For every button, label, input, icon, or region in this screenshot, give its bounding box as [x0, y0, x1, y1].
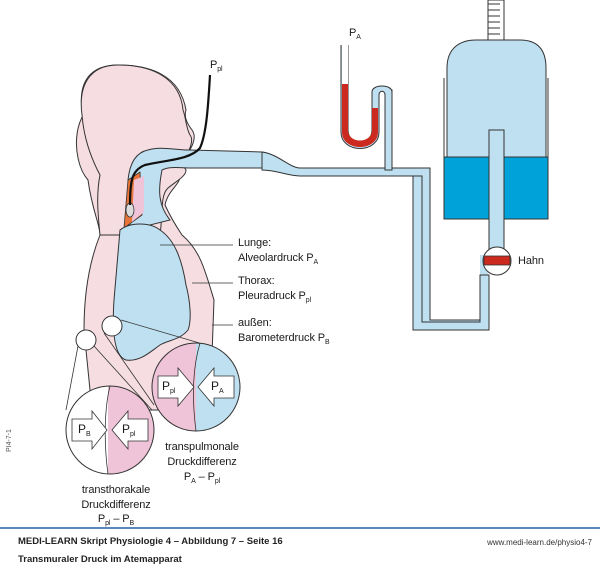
- label-thorax-title: Thorax:: [238, 275, 275, 287]
- figure-id: PI4-7-1: [6, 429, 13, 452]
- mercury-column: [342, 84, 378, 147]
- label-lunge-text: Alveolardruck PA: [238, 252, 319, 266]
- pleural-catheter: [128, 74, 212, 206]
- label-lunge-title: Lunge:: [238, 237, 272, 249]
- label-aussen-text: Barometerdruck PB: [238, 332, 330, 346]
- stopcock-valve[interactable]: [482, 246, 512, 276]
- zoom-marker-thorakal: [75, 329, 97, 351]
- arrow-label-p-pl-2: Ppl: [122, 422, 136, 438]
- scale-ticks: [488, 3, 500, 35]
- caption-transthorakal-1: transthorakale: [81, 484, 151, 496]
- label-p-pl-catheter: Ppl: [210, 59, 223, 73]
- trachea-pink: [132, 176, 144, 222]
- footer-title: MEDI-LEARN Skript Physiologie 4 – Abbild…: [18, 536, 283, 547]
- formula-transpulmonal: PA – Ppl: [183, 471, 221, 485]
- lung: [112, 223, 191, 361]
- footer-divider: [0, 527, 600, 529]
- return-tube: [412, 175, 490, 331]
- arrow-left-icon: [111, 409, 149, 451]
- u-tube-manometer: [340, 45, 393, 171]
- arrow-right-icon: [157, 366, 195, 408]
- label-thorax-text: Pleuradruck Ppl: [238, 290, 312, 304]
- arrow-label-p-a: PA: [211, 379, 224, 395]
- caption-transpulmonal-1: transpulmonale: [165, 441, 239, 453]
- caption-transpulmonal-2: Druckdifferenz: [167, 456, 237, 468]
- footer-url-link[interactable]: www.medi-learn.de/physio4-7: [487, 538, 592, 547]
- zoom-marker-pulmonal: [101, 315, 123, 337]
- label-p-a-manometer: PA: [349, 27, 361, 41]
- arrow-right-icon: [71, 409, 108, 451]
- arrow-left-icon: [197, 366, 235, 408]
- formula-transthorakal: Ppl – PB: [97, 513, 135, 527]
- arrow-label-p-b: PB: [78, 422, 91, 438]
- bell-inlet-tube: [488, 129, 505, 261]
- esophageal-balloon: [125, 202, 135, 218]
- label-hahn: Hahn: [518, 255, 544, 267]
- spirometer-bell: [446, 39, 547, 186]
- head: [80, 64, 193, 236]
- label-aussen-title: außen:: [238, 317, 272, 329]
- footer-subtitle: Transmuraler Druck im Atemapparat: [18, 554, 182, 565]
- manometer-open-end: [342, 45, 348, 84]
- arrow-label-p-pl: Ppl: [162, 379, 176, 395]
- respiratory-pressure-diagram: [65, 0, 549, 475]
- caption-transthorakal-2: Druckdifferenz: [81, 499, 151, 511]
